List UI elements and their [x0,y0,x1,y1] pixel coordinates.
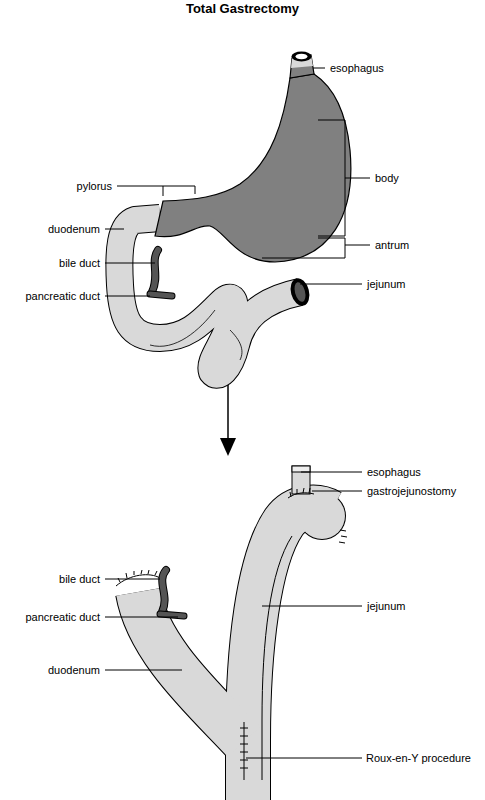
jejunum-opening [288,276,313,308]
part-label: esophagus [367,465,421,479]
roux-limb-outline [138,508,330,800]
part-label: pylorus [77,179,112,193]
esophagus-stump-end [292,466,310,472]
part-label: pancreatic duct [25,610,100,624]
esophagus-lumen [296,54,308,60]
bile-duct-outline [162,570,166,612]
part-label: body [375,171,399,185]
arrow-head [220,438,236,456]
figure-title: Total Gastrectomy [0,1,485,17]
staple-lines [116,488,347,780]
part-label: pancreatic duct [25,289,100,303]
part-label: duodenum [48,663,100,677]
part-label: bile duct [59,572,100,586]
limb-fold [262,536,292,780]
bile-duct [162,570,166,612]
part-label: gastrojejunostomy [367,484,456,498]
bile-duct-outline [152,250,158,292]
stomach [155,74,351,262]
pancreatic-duct [160,614,184,616]
fold-line [230,330,242,360]
bile-duct [152,250,158,292]
part-label: esophagus [330,61,384,75]
part-label: bile duct [59,256,100,270]
pancreatic-duct [150,294,172,296]
pancreatic-duct-outline [150,294,172,296]
esophagus-opening [292,52,312,62]
fold-line [150,310,215,346]
part-label: antrum [375,238,409,252]
part-label: duodenum [48,222,100,236]
pancreatic-duct-outline [160,614,184,616]
pouch [299,493,345,539]
leader-lines [105,68,370,296]
roux-limb-fill [138,508,330,800]
part-label: jejunum [367,599,406,613]
process-arrow [227,385,229,440]
part-label: jejunum [367,277,406,291]
leader-lines [105,472,362,758]
part-label: Roux-en-Y procedure [366,751,471,765]
esophagus-stump [292,466,310,494]
